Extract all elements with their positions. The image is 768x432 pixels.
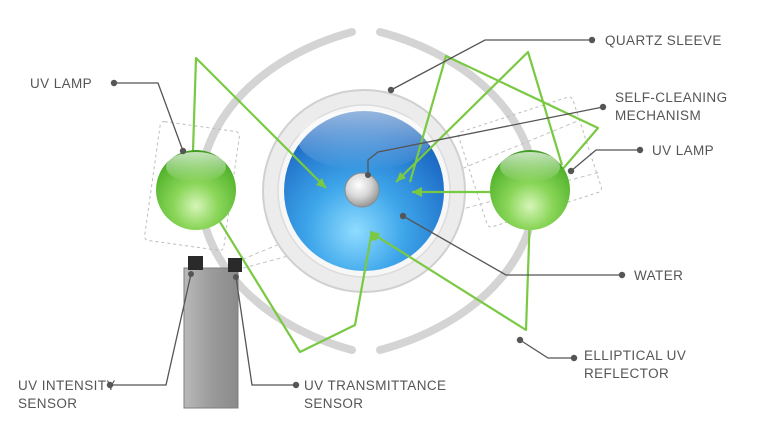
callout-self-cleaning [367,106,604,175]
callout-lines [110,39,640,386]
uv-lamp-right [490,150,570,230]
ray-left-lower [219,221,374,354]
callout-uv-lamp-left [114,82,184,152]
label-uv-intensity-line1: UV INTENSITY [18,378,116,393]
arrow-right-upper [396,172,406,182]
label-uv-transmittance-line1: UV TRANSMITTANCE [304,378,446,393]
sensor-beam-path [235,119,581,263]
uv-rays [190,50,600,354]
ray-right-upper-a [395,50,564,183]
callout-reflector [519,339,574,359]
ray-right-upper-b [408,54,600,183]
callout-water [402,215,622,276]
uv-transmittance-sensor [228,258,242,272]
uv-intensity-sensor [188,256,203,270]
uv-lamp-left [156,150,236,230]
label-quartz-sleeve: QUARTZ SLEEVE [605,33,722,48]
callout-uv-intensity [110,273,192,386]
arrow-left-upper [316,178,326,188]
ray-left-upper [190,56,327,189]
callout-dots [106,36,644,389]
water-gloss [298,110,430,170]
ray-right-lower [369,213,532,332]
arrow-right-horizontal [412,187,422,197]
label-reflector-line2: REFLECTOR [584,366,669,381]
arrow-right-lower [370,232,380,241]
label-self-cleaning-line1: SELF-CLEANING [615,90,727,105]
callout-quartz-sleeve [390,39,592,91]
label-uv-transmittance-line2: SENSOR [304,396,363,411]
self-cleaning-mechanism [344,172,380,208]
callout-uv-transmittance [235,276,296,386]
label-self-cleaning-line2: MECHANISM [615,108,701,123]
sensor-housing [183,267,239,409]
label-water: WATER [634,268,683,283]
label-uv-intensity-line2: SENSOR [18,396,77,411]
ray-arrowheads [316,172,422,241]
label-uv-lamp-left: UV LAMP [30,76,92,91]
label-reflector-line1: ELLIPTICAL UV [584,348,686,363]
label-uv-lamp-right: UV LAMP [652,143,714,158]
callout-uv-lamp-right [570,149,640,172]
